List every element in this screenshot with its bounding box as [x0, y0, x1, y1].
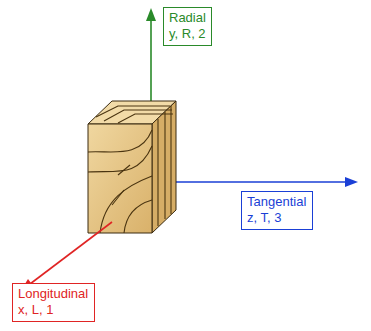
tangential-axis-arrow: [170, 177, 358, 187]
axis-name: Radial: [169, 10, 206, 26]
tangential-label-box: Tangentialz, T, 3: [241, 191, 313, 230]
axis-symbols: x, L, 1: [18, 302, 89, 318]
wood-grain: [88, 106, 173, 233]
axis-name: Tangential: [247, 194, 307, 210]
axis-name: Longitudinal: [18, 286, 89, 302]
longitudinal-axis-arrow: [20, 222, 112, 292]
wood-block: [88, 101, 176, 233]
longitudinal-label-box: Longitudinalx, L, 1: [12, 283, 95, 322]
radial-axis-arrow: [146, 8, 156, 104]
axis-symbols: y, R, 2: [169, 26, 206, 42]
axis-symbols: z, T, 3: [247, 210, 307, 226]
radial-label-box: Radialy, R, 2: [163, 7, 212, 46]
